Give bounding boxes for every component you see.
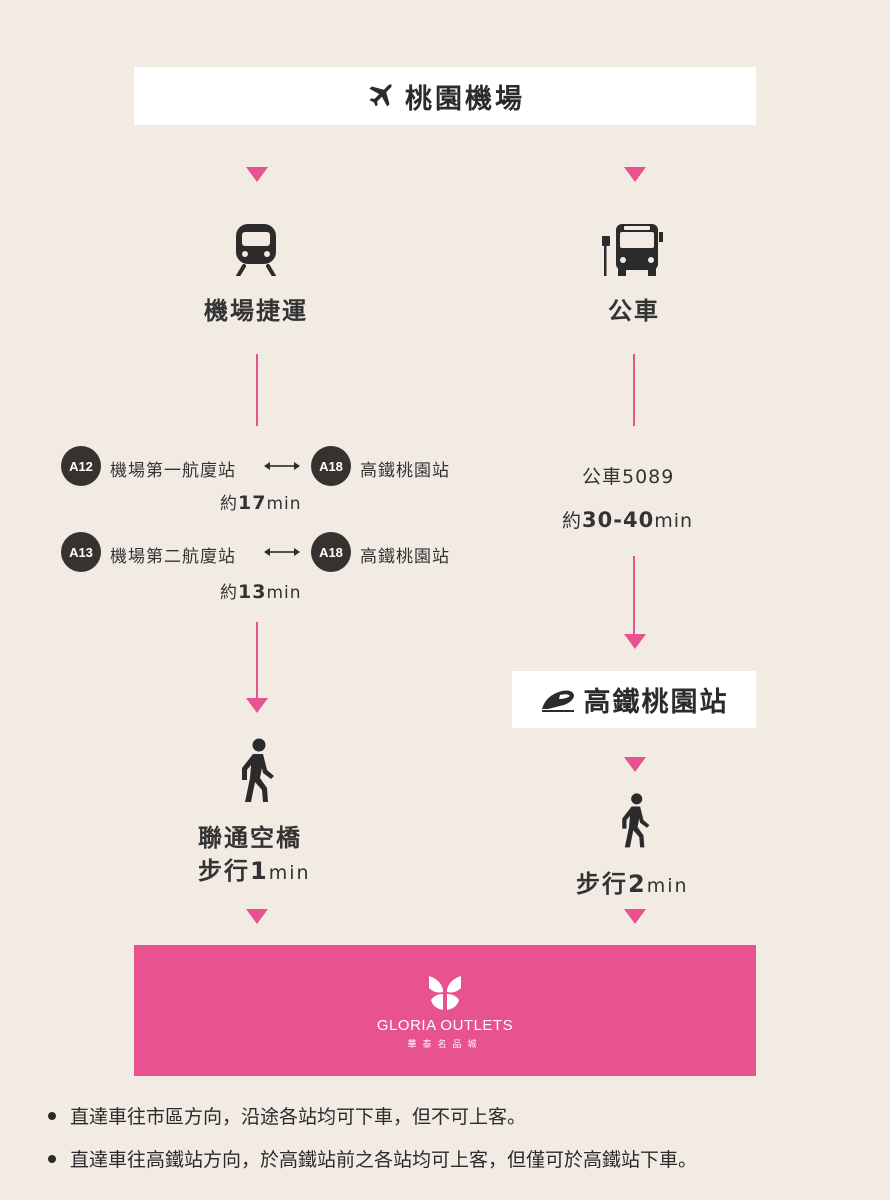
arrow-down-right-4 <box>624 909 646 924</box>
double-arrow-icon <box>264 548 300 556</box>
bullet-icon <box>48 1111 56 1120</box>
station-name: 高鐵桃園站 <box>360 461 450 481</box>
arrow-down-right-1 <box>624 167 646 182</box>
origin-title: 桃園機場 <box>405 83 525 115</box>
walk-description: 聯通空橋 <box>198 824 302 852</box>
left-line-2 <box>256 622 258 700</box>
arrow-down-left-3 <box>246 909 268 924</box>
walking-person-icon <box>242 738 274 802</box>
station-badge-a13: A13 <box>61 532 101 572</box>
arrow-down-right-3 <box>624 757 646 772</box>
travel-time: 約17min <box>220 492 302 514</box>
bus-route-label: 公車5089 <box>582 466 675 488</box>
station-name: 機場第二航廈站 <box>110 547 236 567</box>
butterfly-logo-icon <box>429 976 461 1010</box>
train-mode-label: 機場捷運 <box>204 297 308 325</box>
train-icon <box>236 224 276 276</box>
double-arrow-icon <box>264 462 300 470</box>
hsr-station-label: 高鐵桃園站 <box>583 687 729 718</box>
hsr-station-box: 高鐵桃園站 <box>512 671 756 728</box>
brand-name-cn: 華泰名品城 <box>407 1040 483 1050</box>
station-badge-a18: A18 <box>311 532 351 572</box>
airplane-icon <box>369 84 392 107</box>
walking-person-icon <box>622 793 650 848</box>
bus-icon <box>602 224 663 276</box>
bus-travel-time: 約30-40min <box>562 508 694 532</box>
origin-box: 桃園機場 <box>134 67 756 125</box>
right-line-1 <box>633 354 635 426</box>
arrow-down-left-2 <box>246 698 268 713</box>
bullet-icon <box>48 1154 56 1163</box>
arrow-down-right-2 <box>624 634 646 649</box>
destination-box: GLORIA OUTLETS 華泰名品城 <box>134 945 756 1076</box>
note-item: 直達車往市區方向，沿途各站均可下車，但不可上客。 <box>48 1102 526 1129</box>
station-badge-a12: A12 <box>61 446 101 486</box>
station-name: 高鐵桃園站 <box>360 547 450 567</box>
walk-time: 步行2min <box>576 870 689 898</box>
bus-mode-label: 公車 <box>608 297 660 325</box>
travel-time: 約13min <box>220 581 302 603</box>
note-item: 直達車往高鐵站方向，於高鐵站前之各站均可上客，但僅可於高鐵站下車。 <box>48 1145 697 1172</box>
left-line-1 <box>256 354 258 426</box>
right-line-2 <box>633 556 635 636</box>
arrow-down-left-1 <box>246 167 268 182</box>
high-speed-rail-icon <box>541 690 574 712</box>
brand-name: GLORIA OUTLETS <box>376 1017 514 1034</box>
station-name: 機場第一航廈站 <box>110 461 236 481</box>
station-badge-a18: A18 <box>311 446 351 486</box>
walk-time: 步行1min <box>198 857 311 885</box>
